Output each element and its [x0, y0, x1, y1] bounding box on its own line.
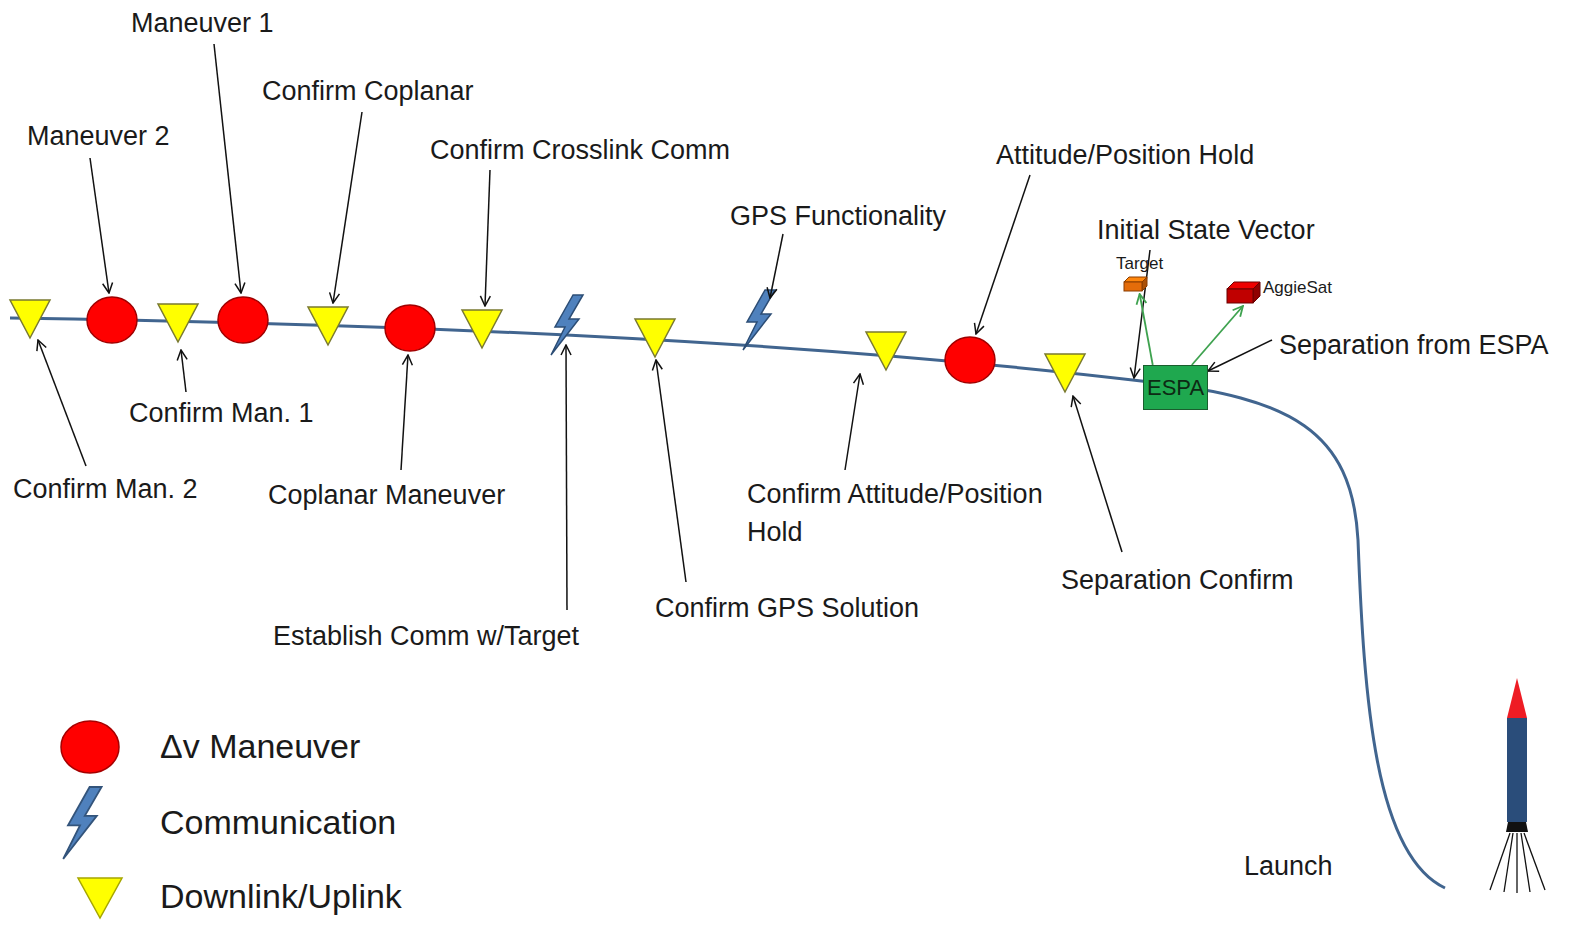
leader-line	[38, 340, 86, 466]
rocket-nozzle	[1506, 822, 1528, 832]
leader-line	[214, 44, 241, 293]
box-front	[1124, 282, 1142, 291]
communication-swatch-shape	[63, 787, 101, 859]
legend-text: Communication	[160, 802, 396, 842]
downlink-swatch-shape	[78, 878, 122, 918]
leader-line	[90, 158, 109, 293]
leader-line	[770, 234, 783, 298]
separation-arrow	[1140, 294, 1153, 365]
downlink-swatch	[60, 857, 140, 931]
launch-label: Launch	[1244, 847, 1333, 885]
box-front	[1227, 289, 1253, 303]
leader-line	[181, 350, 186, 392]
rocket-nose	[1507, 678, 1527, 718]
node-label: Target	[1116, 254, 1163, 274]
downlink-symbol	[635, 319, 675, 357]
legend-text: Δv Maneuver	[160, 726, 360, 766]
maneuver-symbol	[87, 297, 137, 343]
leader-line	[333, 112, 362, 303]
leader-line	[485, 170, 490, 306]
node-label: AggieSat	[1263, 278, 1332, 298]
step-label: Maneuver 1	[131, 4, 274, 42]
step-label: Initial State Vector	[1097, 211, 1315, 249]
aggiesat-satellite: AggieSat	[1226, 279, 1332, 304]
downlink-symbol	[866, 332, 906, 370]
step-label: Coplanar Maneuver	[268, 476, 505, 514]
leader-line	[1073, 396, 1122, 552]
target-satellite: Target	[1116, 254, 1163, 292]
rocket-exhaust	[1490, 833, 1545, 893]
leader-line	[845, 374, 860, 470]
legend-text: Downlink/Uplink	[160, 876, 402, 916]
downlink-symbol	[10, 300, 50, 338]
downlink-symbol	[1045, 354, 1085, 392]
maneuver-symbol	[945, 337, 995, 383]
maneuver-symbol	[218, 297, 268, 343]
satellite-box	[1123, 276, 1148, 292]
node-label: ESPA	[1147, 375, 1204, 401]
maneuver-swatch-shape	[61, 721, 119, 773]
separation-arrow	[1192, 306, 1243, 365]
leader-line	[1208, 340, 1272, 371]
trajectory	[10, 318, 1445, 888]
rocket	[1490, 678, 1545, 893]
step-label: GPS Functionality	[730, 197, 946, 235]
step-label: Confirm Man. 1	[129, 394, 314, 432]
rocket-body	[1507, 718, 1527, 822]
communication-swatch	[40, 783, 120, 863]
maneuver-symbol	[385, 305, 435, 351]
satellite-box	[1226, 281, 1261, 304]
box-side	[1142, 277, 1147, 291]
step-label: Confirm Attitude/Position Hold	[747, 475, 1092, 551]
leader-line	[656, 360, 686, 582]
step-label: Confirm GPS Solution	[655, 589, 919, 627]
step-label: Attitude/Position Hold	[996, 136, 1254, 174]
leader-line	[976, 175, 1030, 334]
downlink-symbol	[158, 304, 198, 342]
step-label: Separation from ESPA	[1279, 326, 1549, 364]
leader-line	[401, 355, 408, 470]
step-label: Establish Comm w/Target	[273, 617, 579, 655]
communication-symbol	[551, 295, 583, 355]
downlink-symbol	[308, 307, 348, 345]
communication-symbol	[743, 290, 775, 350]
maneuver-swatch	[50, 707, 130, 787]
step-label: Confirm Coplanar	[262, 72, 474, 110]
step-label: Confirm Crosslink Comm	[430, 131, 730, 169]
step-label: Maneuver 2	[27, 117, 170, 155]
espa-ring: ESPA	[1143, 365, 1208, 410]
downlink-symbol	[462, 310, 502, 348]
step-label: Separation Confirm	[1061, 561, 1294, 599]
leader-line	[566, 345, 567, 610]
box-side	[1253, 282, 1260, 303]
step-label: Confirm Man. 2	[13, 470, 198, 508]
